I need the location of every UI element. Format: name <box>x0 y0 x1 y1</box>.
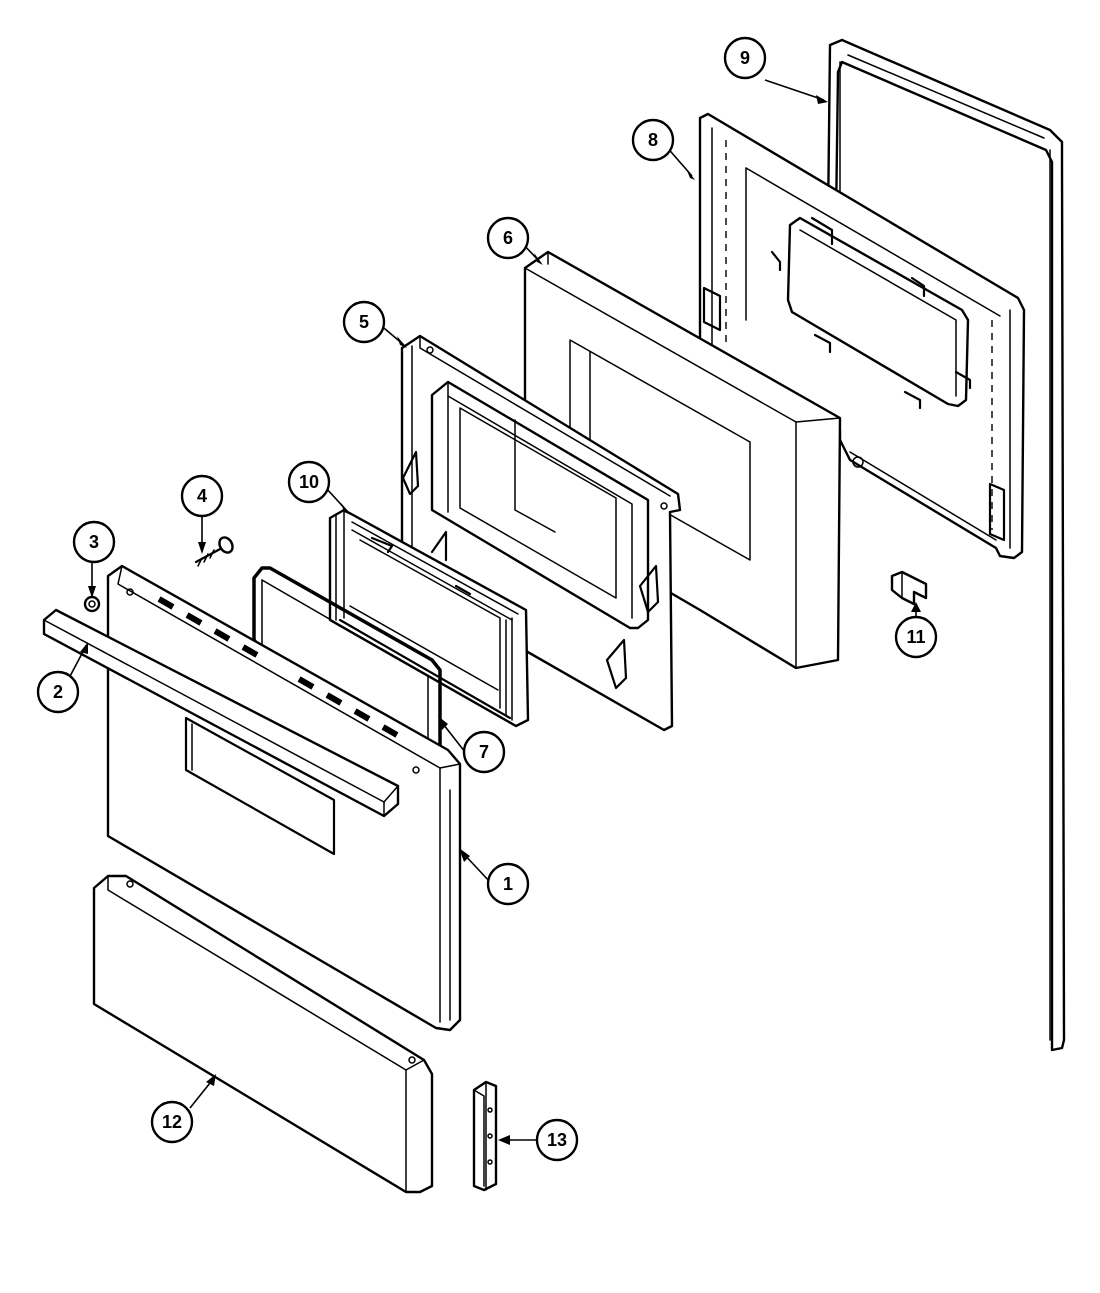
callout-5: 5 <box>342 300 386 344</box>
callout-12: 12 <box>150 1100 194 1144</box>
part-inner-door-liner <box>698 112 1026 560</box>
callout-1: 1 <box>486 862 530 906</box>
svg-text:9: 9 <box>740 48 750 68</box>
svg-text:1: 1 <box>503 874 513 894</box>
part-vertical-bracket <box>472 1080 498 1192</box>
part-screw <box>194 536 234 567</box>
callout-10: 10 <box>287 460 331 504</box>
callout-11: 11 <box>894 615 938 659</box>
svg-text:13: 13 <box>547 1130 567 1150</box>
svg-text:7: 7 <box>479 742 489 762</box>
svg-text:2: 2 <box>53 682 63 702</box>
svg-text:11: 11 <box>906 627 925 647</box>
part-door-handle <box>42 608 400 818</box>
svg-text:10: 10 <box>299 472 319 492</box>
part-small-clip <box>890 570 928 606</box>
part-window-frame-panel <box>400 334 682 732</box>
svg-text:4: 4 <box>197 486 207 506</box>
callout-2: 2 <box>36 670 80 714</box>
svg-text:6: 6 <box>503 228 513 248</box>
svg-text:12: 12 <box>162 1112 182 1132</box>
callout-6: 6 <box>486 216 530 260</box>
part-door-insulation <box>523 250 842 670</box>
svg-text:8: 8 <box>648 130 658 150</box>
part-door-gasket <box>826 38 1066 1052</box>
svg-text:5: 5 <box>359 312 369 332</box>
callout-9: 9 <box>723 36 767 80</box>
callout-3: 3 <box>72 520 116 564</box>
callout-8: 8 <box>631 118 675 162</box>
part-drawer-front <box>92 874 434 1194</box>
callout-13: 13 <box>535 1118 579 1162</box>
vent-slots <box>157 596 399 738</box>
part-handle-nut <box>83 595 101 613</box>
callout-7: 7 <box>462 730 506 774</box>
callout-4: 4 <box>180 474 224 518</box>
svg-text:3: 3 <box>89 532 99 552</box>
